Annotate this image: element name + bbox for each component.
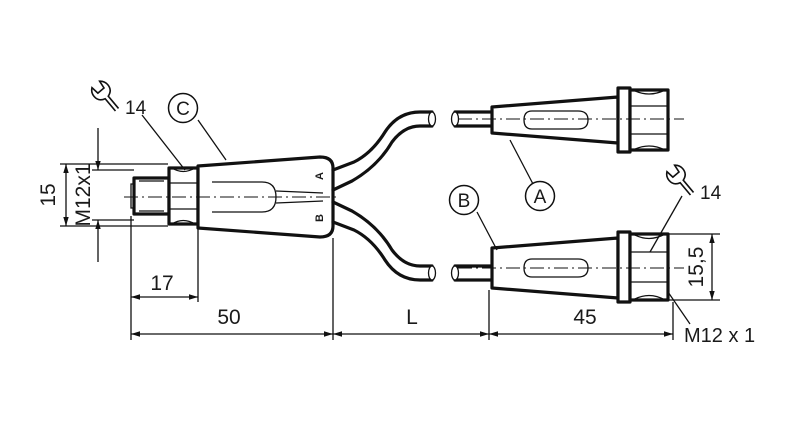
dimension-15-5: 15,5 bbox=[685, 247, 708, 288]
dimension-lines bbox=[63, 128, 715, 337]
dimension-17: 17 bbox=[150, 272, 173, 295]
cable-lower bbox=[331, 200, 494, 282]
connector-b bbox=[490, 230, 670, 304]
connector-a bbox=[490, 86, 670, 154]
dimension-thread-right: M12 x 1 bbox=[684, 325, 755, 347]
left-male-connector bbox=[130, 166, 200, 226]
callout-a: A bbox=[524, 180, 556, 212]
splitter-body: A B bbox=[196, 155, 335, 239]
dimension-50: 50 bbox=[217, 306, 240, 329]
dimension-l: L bbox=[406, 306, 418, 329]
wrench-icon bbox=[90, 80, 120, 112]
wrench-size-left: 14 bbox=[125, 98, 147, 119]
leader-lines bbox=[141, 114, 691, 325]
dimension-thread-left: M12x1 bbox=[72, 163, 95, 226]
wrench-size-right: 14 bbox=[700, 183, 722, 204]
cable-upper bbox=[331, 110, 494, 192]
callout-c-label: C bbox=[176, 99, 190, 120]
wrench-icon bbox=[665, 164, 695, 196]
callout-c: C bbox=[167, 92, 199, 124]
splitter-mark-b: B bbox=[314, 214, 326, 222]
callout-a-label: A bbox=[534, 187, 547, 208]
dimension-15-left: 15 bbox=[37, 183, 60, 206]
splitter-mark-a: A bbox=[314, 172, 326, 180]
dimension-45: 45 bbox=[573, 306, 596, 329]
center-lines bbox=[124, 118, 684, 269]
callout-b: B bbox=[448, 184, 480, 216]
callout-b-label: B bbox=[458, 191, 471, 212]
